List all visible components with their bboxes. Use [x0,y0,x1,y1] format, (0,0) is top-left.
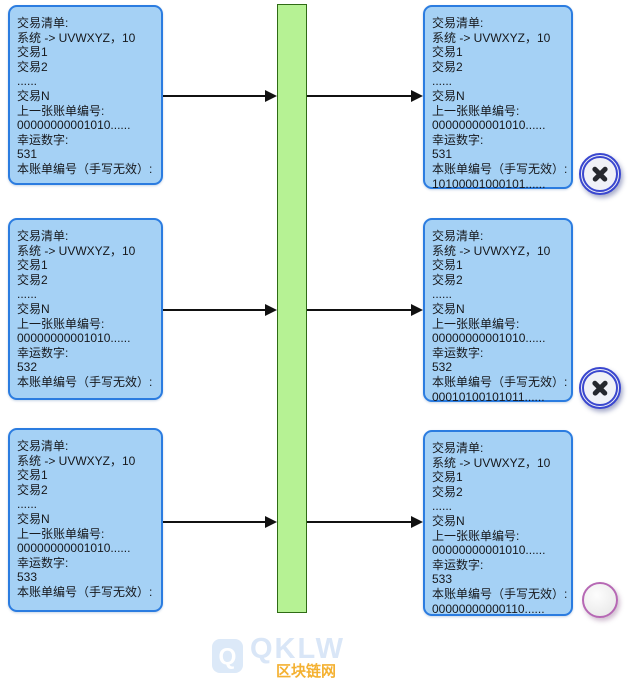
box-line: 533 [17,570,38,585]
box-line: 上一张账单编号: [17,526,105,541]
box-line: 本账单编号（手写无效）: [432,374,568,389]
box-line: 交易N [432,513,465,528]
box-line: 幸运数字: [432,132,484,147]
x-icon [581,369,619,407]
arrow-left-to-bar-1 [163,90,277,102]
box-line: 交易1 [432,258,463,273]
box-line: 00000000001010...... [432,118,546,133]
box-line: 交易1 [432,45,463,60]
rejected-x-icon [579,153,621,195]
box-line: 交易清单: [432,229,484,243]
box-line: 交易清单: [17,439,69,453]
box-line: 系统 -> UVWXYZ，10 [17,30,136,45]
box-line: 交易1 [17,45,48,60]
rejected-x-icon [579,367,621,409]
ledger-box-left-2: 交易清单: 系统 -> UVWXYZ，10 交易1 交易2 ...... 交易N… [8,218,163,400]
arrow-left-to-bar-3 [163,516,277,528]
box-line: ...... [17,74,38,89]
box-line: ...... [432,287,453,302]
qklw-brand-text: QKLW [250,633,345,665]
arrow-bar-to-right-1 [307,90,423,102]
box-line: 系统 -> UVWXYZ，10 [17,243,136,258]
box-line: 交易清单: [17,229,69,243]
box-line: 交易2 [432,272,463,287]
box-line: ...... [17,497,38,512]
box-line: 532 [432,360,453,375]
box-line: 531 [17,147,38,162]
box-line: 上一张账单编号: [17,316,105,331]
box-line: 交易清单: [17,16,69,30]
ledger-box-left-1: 交易清单: 系统 -> UVWXYZ，10 交易1 交易2 ...... 交易N… [8,5,163,185]
box-line: 00000000000110...... [432,601,545,616]
box-line: 交易2 [432,59,463,74]
box-line: 533 [432,572,453,587]
box-line: 幸运数字: [17,555,69,570]
box-line: 系统 -> UVWXYZ，10 [17,453,136,468]
box-line: 交易2 [17,482,48,497]
box-line: 本账单编号（手写无效）: [17,374,153,389]
box-line: 幸运数字: [432,557,484,572]
box-line: 本账单编号（手写无效）: [432,586,568,601]
box-line: 00010100101011...... [432,389,545,404]
box-line: 上一张账单编号: [17,103,105,118]
box-line: 交易2 [17,59,48,74]
box-line: 交易N [432,301,465,316]
box-line: 幸运数字: [432,345,484,360]
box-line: 00000000001010...... [17,331,131,346]
box-line: 交易1 [17,468,48,483]
arrow-bar-to-right-2 [307,304,423,316]
box-line: 上一张账单编号: [432,528,520,543]
box-line: ...... [17,287,38,302]
box-line: 交易1 [17,258,48,273]
box-line: 交易2 [432,484,463,499]
box-line: 交易N [17,301,50,316]
box-line: ...... [432,499,453,514]
box-line: 00000000001010...... [17,118,131,133]
box-line: 交易清单: [432,16,484,30]
ledger-box-right-1: 交易清单: 系统 -> UVWXYZ，10 交易1 交易2 ...... 交易N… [423,5,573,191]
ledger-box-right-2: 交易清单: 系统 -> UVWXYZ，10 交易1 交易2 ...... 交易N… [423,218,573,404]
box-line: 上一张账单编号: [432,103,520,118]
box-line: 00000000001010...... [432,543,546,558]
box-line: ...... [432,74,453,89]
box-line: 531 [432,147,453,162]
box-line: 系统 -> UVWXYZ，10 [432,30,551,45]
pending-circle-icon [582,582,618,618]
central-chain-bar [277,4,307,613]
ledger-box-right-3: 交易清单: 系统 -> UVWXYZ，10 交易1 交易2 ...... 交易N… [423,430,573,616]
box-line: 交易N [432,88,465,103]
qklw-brand-chinese: 区块链网 [276,663,337,680]
box-line: 交易2 [17,272,48,287]
qklw-logo-icon: Q [212,639,243,673]
box-line: 10100001000101...... [432,176,546,191]
box-line: 本账单编号（手写无效）: [432,161,568,176]
box-line: 上一张账单编号: [432,316,520,331]
arrow-bar-to-right-3 [307,516,423,528]
box-line: 系统 -> UVWXYZ，10 [432,243,551,258]
box-line: 交易清单: [432,441,484,455]
box-line: 幸运数字: [17,132,69,147]
box-line: 本账单编号（手写无效）: [17,161,153,176]
box-line: 00000000001010...... [17,541,131,556]
box-line: 交易N [17,511,50,526]
box-line: 交易N [17,88,50,103]
box-line: 00000000001010...... [432,331,546,346]
box-line: 幸运数字: [17,345,69,360]
box-line: 本账单编号（手写无效）: [17,584,153,599]
box-line: 系统 -> UVWXYZ，10 [432,455,551,470]
x-icon [581,155,619,193]
ledger-box-left-3: 交易清单: 系统 -> UVWXYZ，10 交易1 交易2 ...... 交易N… [8,428,163,612]
arrow-left-to-bar-2 [163,304,277,316]
box-line: 交易1 [432,470,463,485]
box-line: 532 [17,360,38,375]
